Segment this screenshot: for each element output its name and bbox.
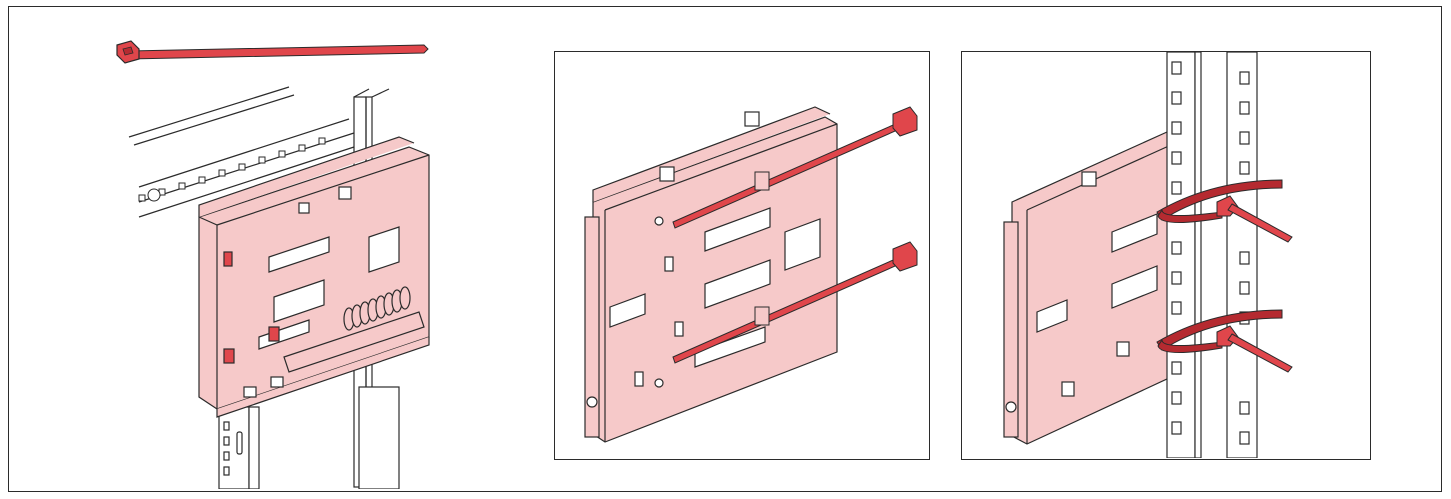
spring xyxy=(283,286,425,373)
step-2-svg xyxy=(584,106,918,443)
cable-tie-upper xyxy=(672,106,918,229)
cable-tie-lower xyxy=(672,241,918,364)
step-1-svg xyxy=(116,40,430,489)
frame-holes xyxy=(138,137,326,202)
figure-frame xyxy=(8,6,1442,492)
cable-tie-lower-fastened xyxy=(1156,309,1293,373)
cable-tie xyxy=(116,40,429,64)
step-1-illustration xyxy=(99,37,459,489)
upright-rail xyxy=(1166,52,1258,458)
step-2-panel xyxy=(554,51,930,460)
din-rail xyxy=(218,386,400,489)
mounting-plate xyxy=(584,106,838,443)
mounting-plate xyxy=(1003,131,1183,445)
cable-tie-upper-fastened xyxy=(1156,179,1293,243)
step-3-panel xyxy=(961,51,1371,460)
step-3-svg xyxy=(1003,52,1293,458)
mounting-plate xyxy=(198,136,430,418)
